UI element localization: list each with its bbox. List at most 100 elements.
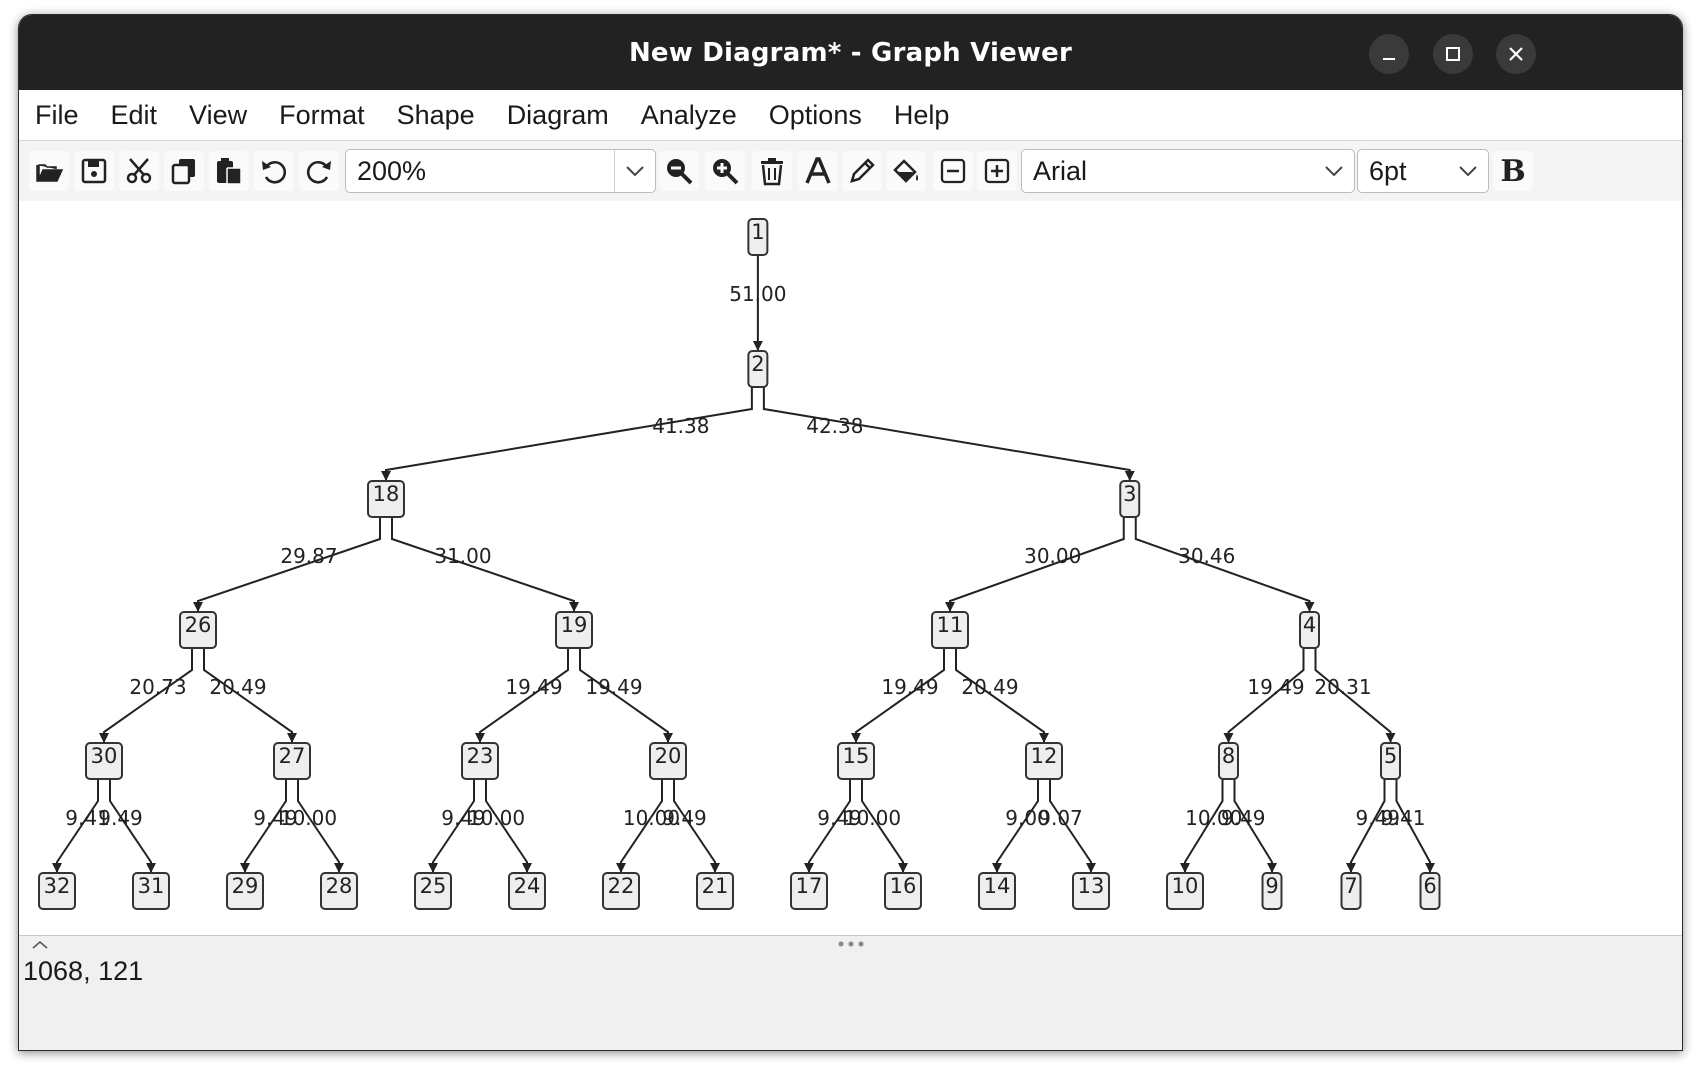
zoom-dropdown-button[interactable] xyxy=(615,150,655,192)
menu-diagram[interactable]: Diagram xyxy=(506,100,609,130)
open-button[interactable] xyxy=(29,151,69,191)
edge-27-29[interactable] xyxy=(240,779,287,873)
edge-15-17[interactable] xyxy=(804,779,851,873)
node-22[interactable]: 22 xyxy=(602,872,640,910)
edge-18-26[interactable] xyxy=(193,517,381,612)
menu-format[interactable]: Format xyxy=(279,100,365,130)
node-6[interactable]: 6 xyxy=(1419,872,1441,910)
edge-23-25[interactable] xyxy=(428,779,475,873)
font-size-dropdown-button[interactable] xyxy=(1448,150,1488,192)
edge-20-22[interactable] xyxy=(616,779,663,873)
node-10[interactable]: 10 xyxy=(1166,872,1204,910)
text-button[interactable] xyxy=(798,151,838,191)
minimize-button[interactable] xyxy=(1369,34,1409,74)
node-2[interactable]: 2 xyxy=(747,350,769,388)
node-4[interactable]: 4 xyxy=(1299,611,1320,649)
edge-8-9[interactable] xyxy=(1233,779,1277,873)
zoom-combo[interactable]: 200% xyxy=(345,149,656,193)
edge-4-5[interactable] xyxy=(1314,648,1396,743)
zoom-out-button[interactable] xyxy=(659,151,699,191)
edge-12-14[interactable] xyxy=(992,779,1039,873)
node-16[interactable]: 16 xyxy=(884,872,922,910)
node-24[interactable]: 24 xyxy=(508,872,546,910)
edge-19-20[interactable] xyxy=(579,648,673,743)
node-13[interactable]: 13 xyxy=(1072,872,1110,910)
node-7[interactable]: 7 xyxy=(1340,872,1362,910)
node-17[interactable]: 17 xyxy=(790,872,828,910)
edge-2-18[interactable] xyxy=(381,387,753,481)
edge-11-12[interactable] xyxy=(955,648,1049,743)
resize-handle-icon[interactable] xyxy=(837,940,865,948)
edge-3-4[interactable] xyxy=(1134,517,1315,612)
menu-edit[interactable]: Edit xyxy=(110,100,158,130)
maximize-button[interactable] xyxy=(1433,34,1473,74)
menu-view[interactable]: View xyxy=(189,100,248,130)
close-button[interactable] xyxy=(1496,34,1536,74)
pencil-button[interactable] xyxy=(842,151,882,191)
font-combo[interactable]: Arial xyxy=(1021,149,1355,193)
node-26[interactable]: 26 xyxy=(179,611,217,649)
collapse-button[interactable] xyxy=(933,151,973,191)
bold-button[interactable]: B xyxy=(1493,151,1533,191)
node-11[interactable]: 11 xyxy=(931,611,969,649)
node-32[interactable]: 32 xyxy=(38,872,76,910)
chevron-up-icon[interactable] xyxy=(31,940,49,950)
copy-button[interactable] xyxy=(164,151,204,191)
title-bar[interactable]: New Diagram* - Graph Viewer xyxy=(19,15,1682,90)
edge-26-30[interactable] xyxy=(99,648,193,743)
node-8[interactable]: 8 xyxy=(1218,742,1239,780)
node-30[interactable]: 30 xyxy=(85,742,123,780)
fill-button[interactable] xyxy=(886,151,926,191)
undo-button[interactable] xyxy=(254,151,294,191)
menu-file[interactable]: File xyxy=(35,100,79,130)
node-5[interactable]: 5 xyxy=(1380,742,1401,780)
edge-5-6[interactable] xyxy=(1395,779,1435,873)
menu-analyze[interactable]: Analyze xyxy=(640,100,737,130)
node-15[interactable]: 15 xyxy=(837,742,875,780)
node-12[interactable]: 12 xyxy=(1025,742,1063,780)
redo-button[interactable] xyxy=(299,151,339,191)
edge-30-32[interactable] xyxy=(52,779,99,873)
font-dropdown-button[interactable] xyxy=(1314,150,1354,192)
paste-button[interactable] xyxy=(209,151,249,191)
font-size-combo[interactable]: 6pt xyxy=(1357,149,1489,193)
node-28[interactable]: 28 xyxy=(320,872,358,910)
node-25[interactable]: 25 xyxy=(414,872,452,910)
edge-19-23[interactable] xyxy=(475,648,569,743)
menu-help[interactable]: Help xyxy=(893,100,950,130)
delete-button[interactable] xyxy=(752,151,792,191)
node-21[interactable]: 21 xyxy=(696,872,734,910)
edge-3-11[interactable] xyxy=(945,517,1125,612)
edge-4-8[interactable] xyxy=(1223,648,1305,743)
node-18[interactable]: 18 xyxy=(367,480,405,518)
edge-5-7[interactable] xyxy=(1346,779,1386,873)
save-button[interactable] xyxy=(74,151,114,191)
node-3[interactable]: 3 xyxy=(1119,480,1141,518)
node-1[interactable]: 1 xyxy=(747,218,769,256)
menu-options[interactable]: Options xyxy=(768,100,862,130)
node-14[interactable]: 14 xyxy=(978,872,1016,910)
node-20[interactable]: 20 xyxy=(649,742,687,780)
node-9[interactable]: 9 xyxy=(1261,872,1283,910)
edge-20-21[interactable] xyxy=(673,779,720,873)
edge-27-28[interactable] xyxy=(297,779,344,873)
expand-button[interactable] xyxy=(977,151,1017,191)
zoom-in-button[interactable] xyxy=(705,151,745,191)
menu-shape[interactable]: Shape xyxy=(396,100,475,130)
edge-23-24[interactable] xyxy=(485,779,532,873)
cut-button[interactable] xyxy=(119,151,159,191)
node-29[interactable]: 29 xyxy=(226,872,264,910)
edge-12-13[interactable] xyxy=(1049,779,1096,873)
edge-8-10[interactable] xyxy=(1180,779,1224,873)
node-19[interactable]: 19 xyxy=(555,611,593,649)
edge-2-3[interactable] xyxy=(762,387,1135,481)
edge-18-19[interactable] xyxy=(391,517,579,612)
node-27[interactable]: 27 xyxy=(273,742,311,780)
edge-11-15[interactable] xyxy=(851,648,945,743)
node-23[interactable]: 23 xyxy=(461,742,499,780)
edge-30-31[interactable] xyxy=(109,779,156,873)
edge-26-27[interactable] xyxy=(203,648,297,743)
node-31[interactable]: 31 xyxy=(132,872,170,910)
